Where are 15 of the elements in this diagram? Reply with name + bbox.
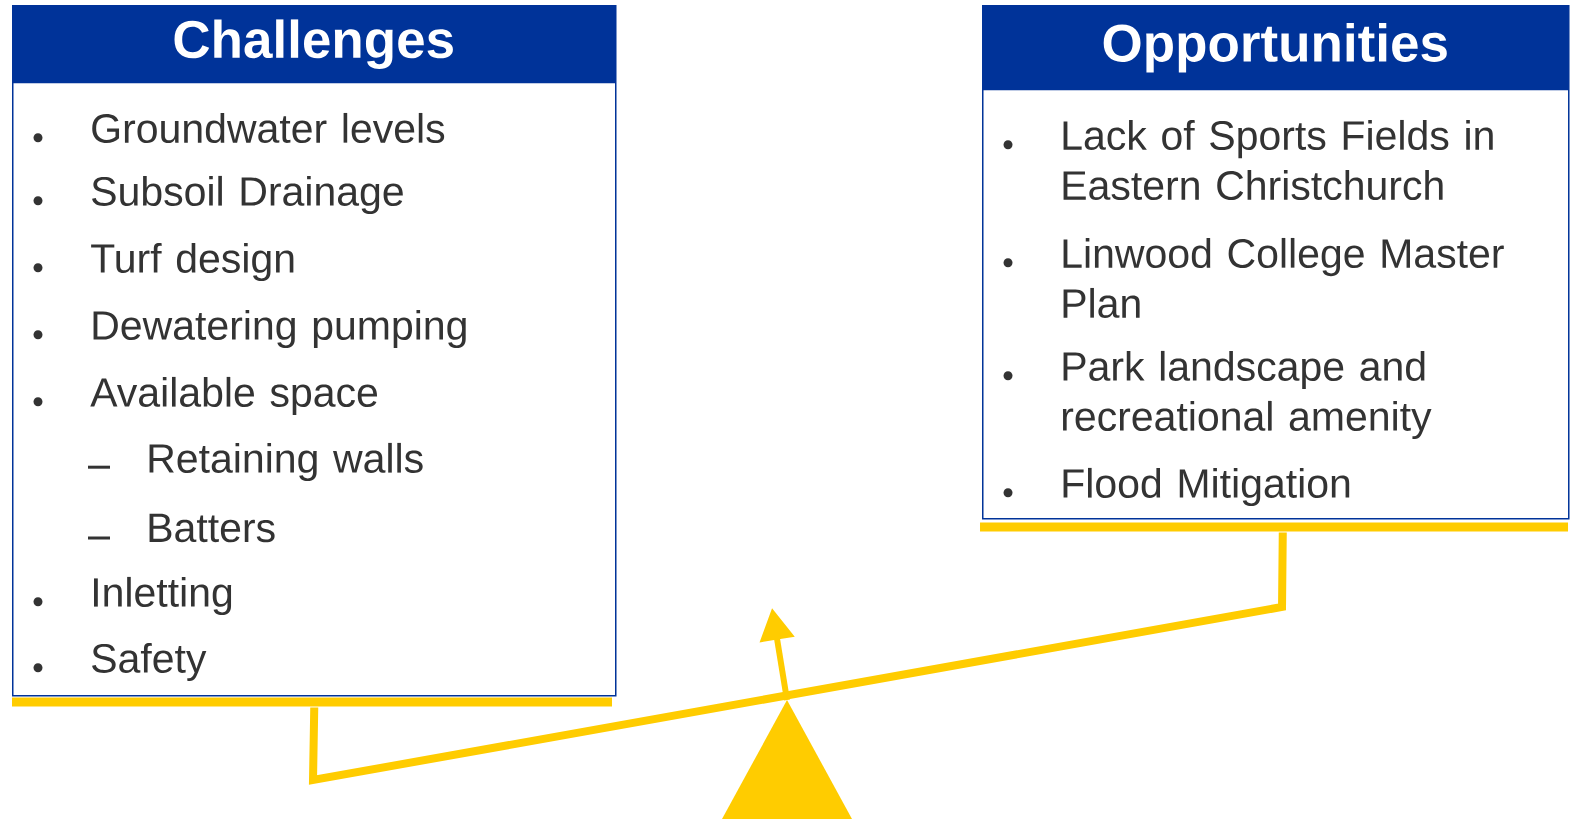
bullet-item: Dewatering pumping: [93, 309, 466, 349]
header-bar: Challenges: [12, 5, 616, 84]
bullet-item: Available space: [90, 376, 378, 416]
bullet-item: Inletting: [94, 576, 232, 616]
bullet-item: Groundwater levels: [92, 112, 445, 144]
bullet-item: Retaining walls: [149, 442, 423, 482]
bullet-item: Lack of Sports Fields in Eastern Christchurch: [1063, 119, 1493, 201]
header-bar: Opportunities: [982, 5, 1569, 91]
bullet-item: Park landscape and recreational amenity: [1062, 350, 1432, 440]
bullet-item: Batters: [149, 513, 275, 543]
bullet-item: Flood Mitigation: [1063, 467, 1350, 507]
bullet-item: Turf design: [91, 242, 294, 282]
bullet-item: Linwood College Master Plan: [1063, 237, 1504, 319]
bullet-item: Subsoil Drainage: [92, 175, 403, 215]
bullet-item: Safety: [92, 642, 207, 682]
